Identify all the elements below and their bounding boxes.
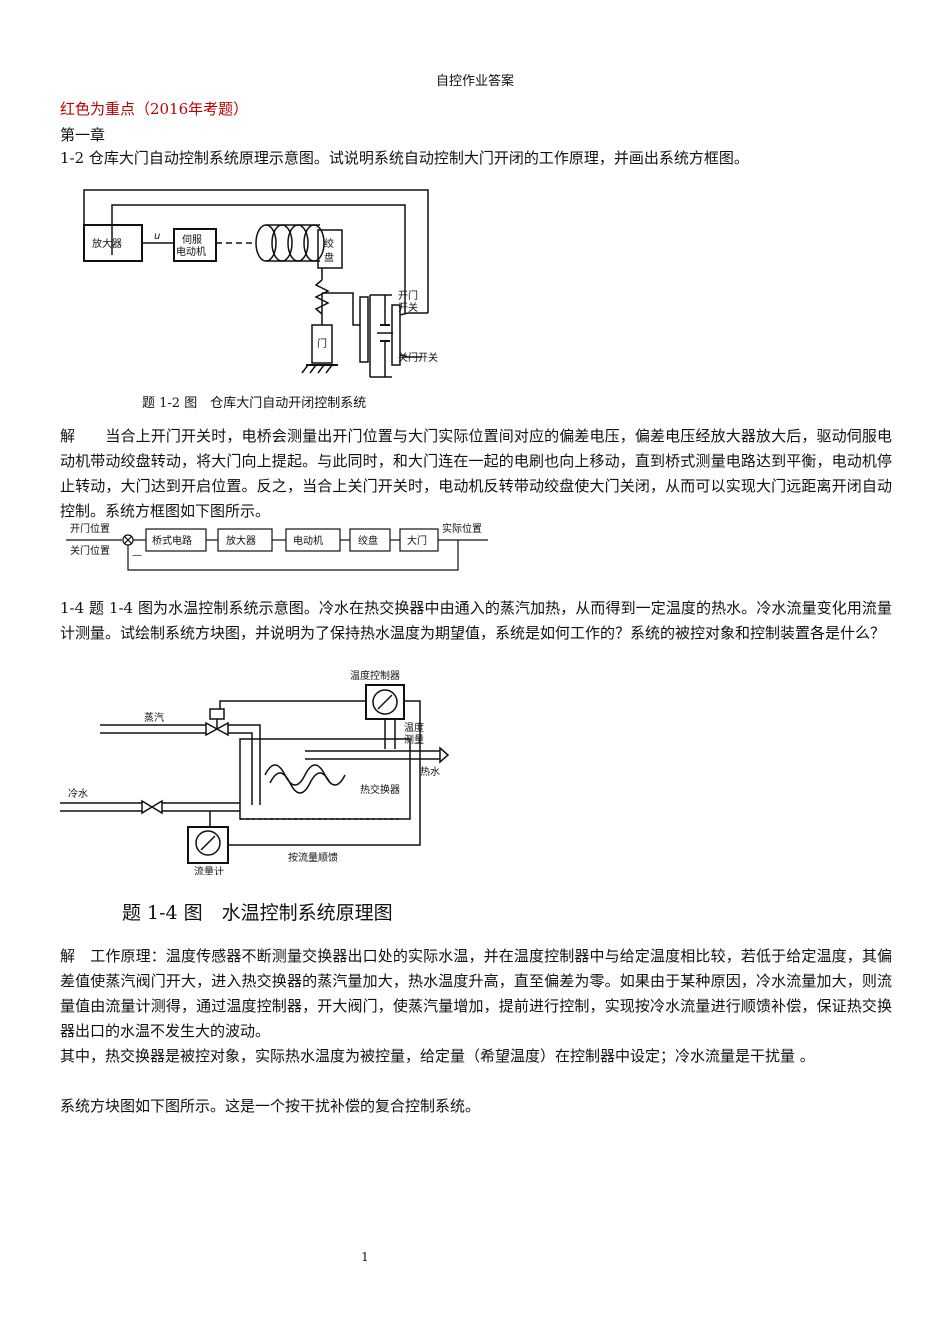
heat-exchanger-label: 热交换器	[360, 783, 400, 796]
door-label: 门	[317, 337, 327, 350]
flowmeter-label: 流量计	[194, 865, 224, 875]
block-motor: 电动机	[293, 534, 323, 547]
block-winch: 绞盘	[358, 534, 378, 547]
temp-measure-label-1: 温度	[404, 721, 424, 734]
block-input-open: 开门位置	[70, 522, 110, 535]
block-bridge: 桥式电路	[152, 534, 192, 547]
steam-label: 蒸汽	[144, 711, 164, 724]
answer-1-4-system: 系统方块图如下图所示。这是一个按干扰补偿的复合控制系统。	[60, 1097, 481, 1115]
block-amplifier: 放大器	[226, 534, 256, 547]
open-switch-label-1: 开门	[398, 289, 418, 302]
servo-motor-label-2: 电动机	[176, 245, 206, 258]
figure-1-4: 温度控制器 蒸汽 温度 测量 热水 冷水 热交换器 按流量顺馈 流量计	[60, 665, 450, 875]
close-switch-label: 关门开关	[398, 351, 438, 364]
block-door: 大门	[407, 534, 427, 547]
cold-water-label: 冷水	[68, 787, 88, 800]
block-minus-sign: —	[132, 550, 142, 561]
figure-1-4-caption: 题 1-4 图 水温控制系统原理图	[122, 902, 393, 924]
temp-controller-label: 温度控制器	[350, 669, 400, 682]
winch-label-2: 盘	[324, 251, 334, 264]
amplifier-label: 放大器	[92, 237, 122, 250]
temp-measure-label-2: 测量	[404, 733, 424, 746]
answer-1-4: 解 工作原理：温度传感器不断测量交换器出口处的实际水温，并在温度控制器中与给定温…	[60, 947, 892, 1040]
red-note: 红色为重点（2016年考题）	[60, 100, 249, 118]
answer-1-2: 解 当合上开门开关时，电桥会测量出开门位置与大门实际位置间对应的偏差电压，偏差电…	[60, 427, 892, 520]
open-switch-label-2: 开关	[398, 301, 418, 314]
figure-1-2-caption: 题 1-2 图 仓库大门自动开闭控制系统	[142, 396, 367, 411]
question-1-4: 1-4 题 1-4 图为水温控制系统示意图。冷水在热交换器中由通入的蒸汽加热，从…	[60, 599, 892, 642]
answer-1-4-roles: 其中，热交换器是被控对象，实际热水温度为被控量，给定量（希望温度）在控制器中设定…	[60, 1047, 815, 1065]
page-header: 自控作业答案	[435, 74, 514, 89]
feedforward-label: 按流量顺馈	[288, 851, 338, 864]
hot-water-label: 热水	[420, 765, 440, 778]
winch-label-1: 绞	[324, 237, 334, 250]
page-number: 1	[361, 1250, 369, 1264]
chapter-title: 第一章	[60, 126, 106, 144]
block-diagram-1-2: 开门位置 关门位置 桥式电路 放大器 电动机 绞盘 大门 实际位置 —	[66, 520, 496, 580]
block-output: 实际位置	[442, 522, 482, 535]
figure-1-2: 放大器 u 伺服 电动机 绞 盘 门 开门 开关 关门开关	[70, 175, 470, 385]
block-input-close: 关门位置	[70, 544, 110, 557]
signal-u-label: u	[154, 231, 160, 242]
servo-motor-label-1: 伺服	[182, 233, 202, 246]
question-1-2: 1-2 仓库大门自动控制系统原理示意图。试说明系统自动控制大门开闭的工作原理，并…	[60, 149, 749, 167]
